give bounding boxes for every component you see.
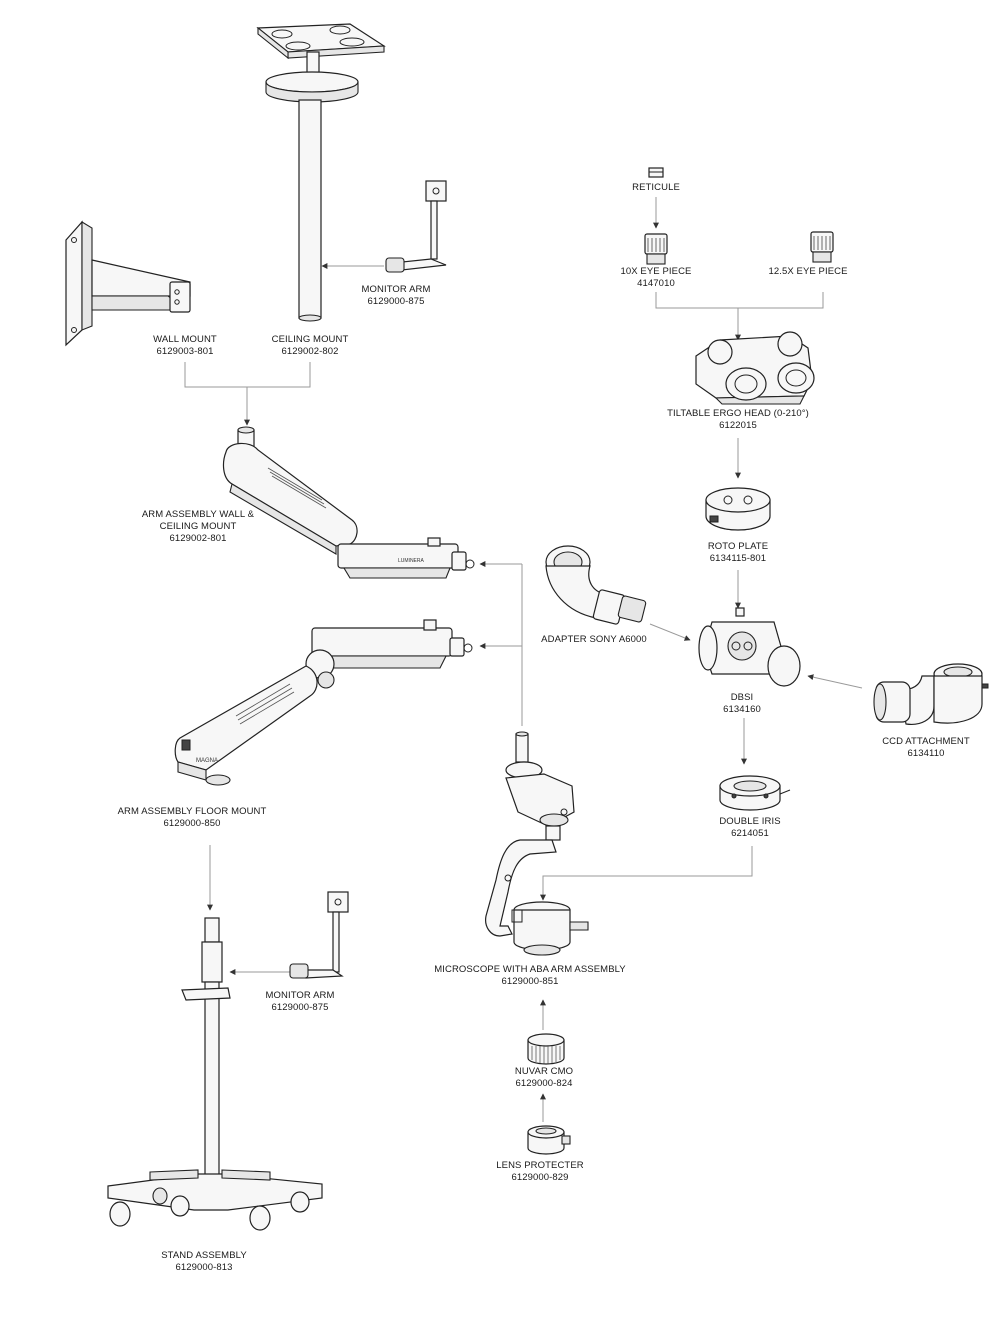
eyepiece-12x-drawing bbox=[810, 231, 834, 263]
wall-mount-label: WALL MOUNT 6129003-801 bbox=[153, 334, 217, 358]
monitor-arm-bottom-label: MONITOR ARM 6129000-875 bbox=[265, 990, 334, 1014]
monitor-arm-top-label: MONITOR ARM 6129000-875 bbox=[361, 284, 430, 308]
monitor-arm-top-drawing bbox=[385, 180, 447, 273]
monitor-arm-top-part: 6129000-875 bbox=[367, 296, 425, 307]
arm-floor-name: ARM ASSEMBLY FLOOR MOUNT bbox=[117, 806, 267, 817]
monitor-arm-top-name: MONITOR ARM bbox=[361, 284, 431, 295]
microscope-label: MICROSCOPE WITH ABA ARM ASSEMBLY 6129000… bbox=[434, 964, 625, 988]
arm-wall-ceiling-name-2: CEILING MOUNT bbox=[159, 521, 237, 532]
microscope-drawing bbox=[485, 731, 589, 956]
ergo-head-drawing bbox=[695, 331, 815, 405]
arm-wall-ceiling-drawing: LUMINERA bbox=[222, 426, 475, 579]
roto-plate-drawing bbox=[705, 487, 771, 531]
ceiling-mount-part: 6129002-802 bbox=[281, 346, 339, 357]
ceiling-mount-drawing bbox=[256, 23, 386, 322]
arm-floor-label: ARM ASSEMBLY FLOOR MOUNT 6129000-850 bbox=[118, 806, 267, 830]
arm-wall-ceiling-part: 6129002-801 bbox=[169, 533, 227, 544]
lens-protecter-part: 6129000-829 bbox=[511, 1172, 569, 1183]
reticule-name: RETICULE bbox=[632, 182, 680, 193]
nuvar-cmo-label: NUVAR CMO 6129000-824 bbox=[515, 1066, 573, 1090]
dbsi-name: DBSI bbox=[730, 692, 754, 703]
ceiling-mount-label: CEILING MOUNT 6129002-802 bbox=[272, 334, 349, 358]
roto-plate-label: ROTO PLATE 6134115-801 bbox=[708, 541, 768, 565]
nuvar-cmo-name: NUVAR CMO bbox=[514, 1066, 574, 1077]
connector-lines bbox=[184, 197, 863, 1122]
reticule-drawing bbox=[648, 167, 664, 178]
eyepiece-12x-label: 12.5X EYE PIECE bbox=[768, 266, 847, 278]
monitor-arm-bottom-name: MONITOR ARM bbox=[265, 990, 335, 1001]
microscope-part: 6129000-851 bbox=[501, 976, 559, 987]
stand-name: STAND ASSEMBLY bbox=[161, 1250, 247, 1261]
ergo-head-label: TILTABLE ERGO HEAD (0-210°) 6122015 bbox=[667, 408, 809, 432]
lens-protecter-label: LENS PROTECTER 6129000-829 bbox=[496, 1160, 583, 1184]
ccd-attachment-drawing bbox=[873, 663, 989, 725]
eyepiece-10x-label: 10X EYE PIECE 4147010 bbox=[620, 266, 691, 290]
dbsi-part: 6134160 bbox=[723, 704, 761, 715]
microscope-name: MICROSCOPE WITH ABA ARM ASSEMBLY bbox=[434, 964, 626, 975]
arm-floor-part: 6129000-850 bbox=[163, 818, 221, 829]
double-iris-name: DOUBLE IRIS bbox=[719, 816, 781, 827]
ceiling-mount-name: CEILING MOUNT bbox=[271, 334, 349, 345]
adapter-sony-name: ADAPTER SONY A6000 bbox=[541, 634, 647, 645]
lens-protecter-name: LENS PROTECTER bbox=[496, 1160, 584, 1171]
lens-protecter-drawing bbox=[527, 1125, 571, 1155]
double-iris-drawing bbox=[719, 775, 791, 811]
nuvar-cmo-part: 6129000-824 bbox=[515, 1078, 573, 1089]
ergo-head-part: 6122015 bbox=[719, 420, 757, 431]
adapter-sony-label: ADAPTER SONY A6000 bbox=[541, 634, 647, 646]
monitor-arm-bottom-part: 6129000-875 bbox=[271, 1002, 329, 1013]
floor-logo: MAGNA bbox=[196, 758, 218, 764]
eyepiece-10x-drawing bbox=[644, 233, 668, 265]
ergo-head-name: TILTABLE ERGO HEAD (0-210°) bbox=[667, 408, 809, 419]
adapter-sony-drawing bbox=[545, 545, 647, 625]
dbsi-drawing bbox=[698, 607, 801, 687]
arm-floor-drawing: MAGNA bbox=[174, 619, 473, 786]
arm-wall-ceiling-label: ARM ASSEMBLY WALL & CEILING MOUNT 612900… bbox=[142, 509, 254, 545]
ccd-part: 6134110 bbox=[907, 748, 945, 759]
wall-mount-name: WALL MOUNT bbox=[153, 334, 217, 345]
wall-mount-part: 6129003-801 bbox=[156, 346, 214, 357]
eyepiece-10x-part: 4147010 bbox=[637, 278, 675, 289]
arm-logo: LUMINERA bbox=[398, 558, 425, 564]
eyepiece-10x-name: 10X EYE PIECE bbox=[620, 266, 692, 277]
ccd-name: CCD ATTACHMENT bbox=[882, 736, 970, 747]
stand-drawing bbox=[107, 917, 323, 1231]
ccd-label: CCD ATTACHMENT 6134110 bbox=[882, 736, 970, 760]
roto-plate-name: ROTO PLATE bbox=[707, 541, 769, 552]
arm-wall-ceiling-name-1: ARM ASSEMBLY WALL & bbox=[141, 509, 255, 520]
stand-label: STAND ASSEMBLY 6129000-813 bbox=[161, 1250, 247, 1274]
stand-part: 6129000-813 bbox=[175, 1262, 233, 1273]
monitor-arm-bottom-drawing bbox=[289, 891, 349, 979]
eyepiece-12x-name: 12.5X EYE PIECE bbox=[768, 266, 848, 277]
dbsi-label: DBSI 6134160 bbox=[723, 692, 761, 716]
reticule-label: RETICULE bbox=[632, 182, 680, 194]
nuvar-cmo-drawing bbox=[527, 1033, 565, 1065]
roto-plate-part: 6134115-801 bbox=[709, 553, 767, 564]
double-iris-part: 6214051 bbox=[731, 828, 769, 839]
double-iris-label: DOUBLE IRIS 6214051 bbox=[719, 816, 780, 840]
wall-mount-drawing bbox=[65, 220, 191, 347]
